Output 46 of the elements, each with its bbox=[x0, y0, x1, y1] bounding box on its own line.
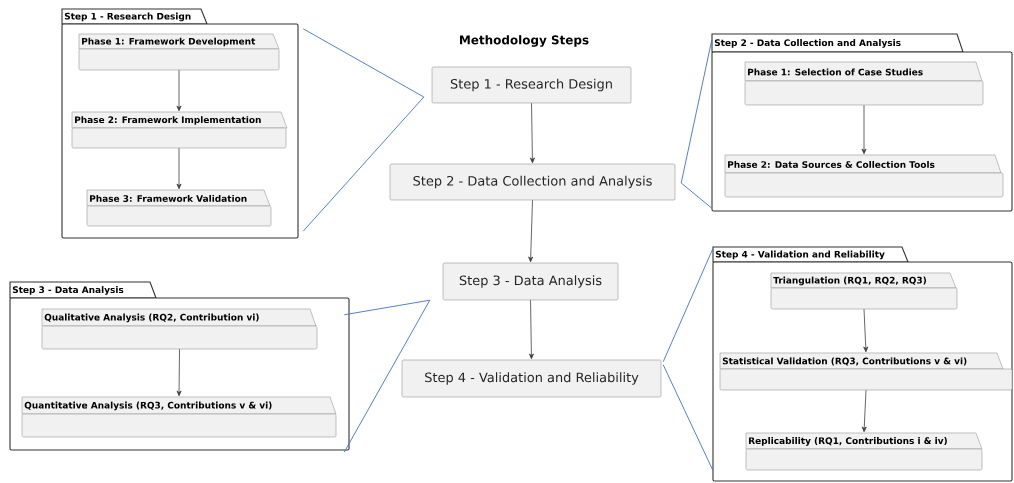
arrow bbox=[861, 389, 867, 433]
diagram-title: Methodology Steps bbox=[460, 35, 589, 47]
connector-line bbox=[343, 299, 431, 453]
arrow bbox=[176, 348, 182, 397]
arrow bbox=[529, 102, 535, 164]
node-label: Phase 2: Data Sources & Collection Tools bbox=[728, 161, 935, 168]
connector-line bbox=[302, 96, 425, 232]
connector-line bbox=[662, 364, 714, 471]
step-box: Step 1 - Research Design bbox=[431, 66, 632, 104]
connector-line bbox=[680, 39, 713, 184]
phase-box: Statistical Validation (RQ3, Contributions v & vi) bbox=[719, 352, 1013, 391]
connector-line bbox=[343, 299, 431, 316]
phase-box: Phase 1: Selection of Case Studies bbox=[744, 61, 984, 106]
node-label: Replicability (RQ1, Contributions i & iv) bbox=[749, 437, 947, 446]
node-label: Phase 2: Framework Implementation bbox=[75, 116, 261, 125]
phase-box: Phase 1: Framework Development bbox=[78, 33, 280, 71]
node-label: Triangulation (RQ1, RQ2, RQ3) bbox=[773, 276, 926, 286]
phase-box: Phase 3: Framework Validation bbox=[86, 189, 272, 227]
phase-box: Phase 2: Data Sources & Collection Tools bbox=[724, 154, 1004, 198]
phase-box: Qualitative Analysis (RQ2, Contribution vi) bbox=[41, 308, 318, 350]
step-box: Step 4 - Validation and Reliability bbox=[401, 359, 662, 398]
phase-box: Quantitative Analysis (RQ3, Contributions v & vi) bbox=[21, 396, 337, 438]
node-label: Step 2 - Data Collection and Analysis bbox=[714, 39, 901, 48]
arrow bbox=[863, 308, 869, 353]
arrow bbox=[176, 69, 182, 112]
node-label: Statistical Validation (RQ3, Contributions v & vi) bbox=[722, 357, 967, 366]
connector-line bbox=[662, 248, 714, 363]
step-box: Step 3 - Data Analysis bbox=[442, 262, 619, 301]
node-label: Quantitative Analysis (RQ3, Contributions v & vi) bbox=[24, 401, 272, 411]
node-label: Phase 3: Framework Validation bbox=[90, 195, 247, 202]
node-label: Step 1 - Research Design bbox=[64, 12, 191, 22]
arrow bbox=[528, 199, 534, 263]
phase-box: Replicability (RQ1, Contributions i & iv) bbox=[745, 432, 983, 471]
connector-line bbox=[680, 182, 713, 209]
step-box: Step 2 - Data Collection and Analysis bbox=[389, 163, 676, 201]
node-label: Phase 1: Selection of Case Studies bbox=[748, 68, 923, 76]
phase-box: Phase 2: Framework Implementation bbox=[71, 111, 288, 149]
arrow bbox=[528, 299, 534, 360]
node-label: Step 3 - Data Analysis bbox=[12, 286, 124, 295]
node-label: Qualitative Analysis (RQ2, Contribution vi) bbox=[44, 313, 259, 323]
node-label: Phase 1: Framework Development bbox=[82, 37, 256, 47]
arrow bbox=[176, 147, 182, 190]
connector-line bbox=[302, 28, 425, 98]
phase-box: Triangulation (RQ1, RQ2, RQ3) bbox=[770, 272, 958, 310]
arrow bbox=[861, 104, 867, 155]
node-label: Step 4 - Validation and Reliability bbox=[715, 250, 885, 260]
